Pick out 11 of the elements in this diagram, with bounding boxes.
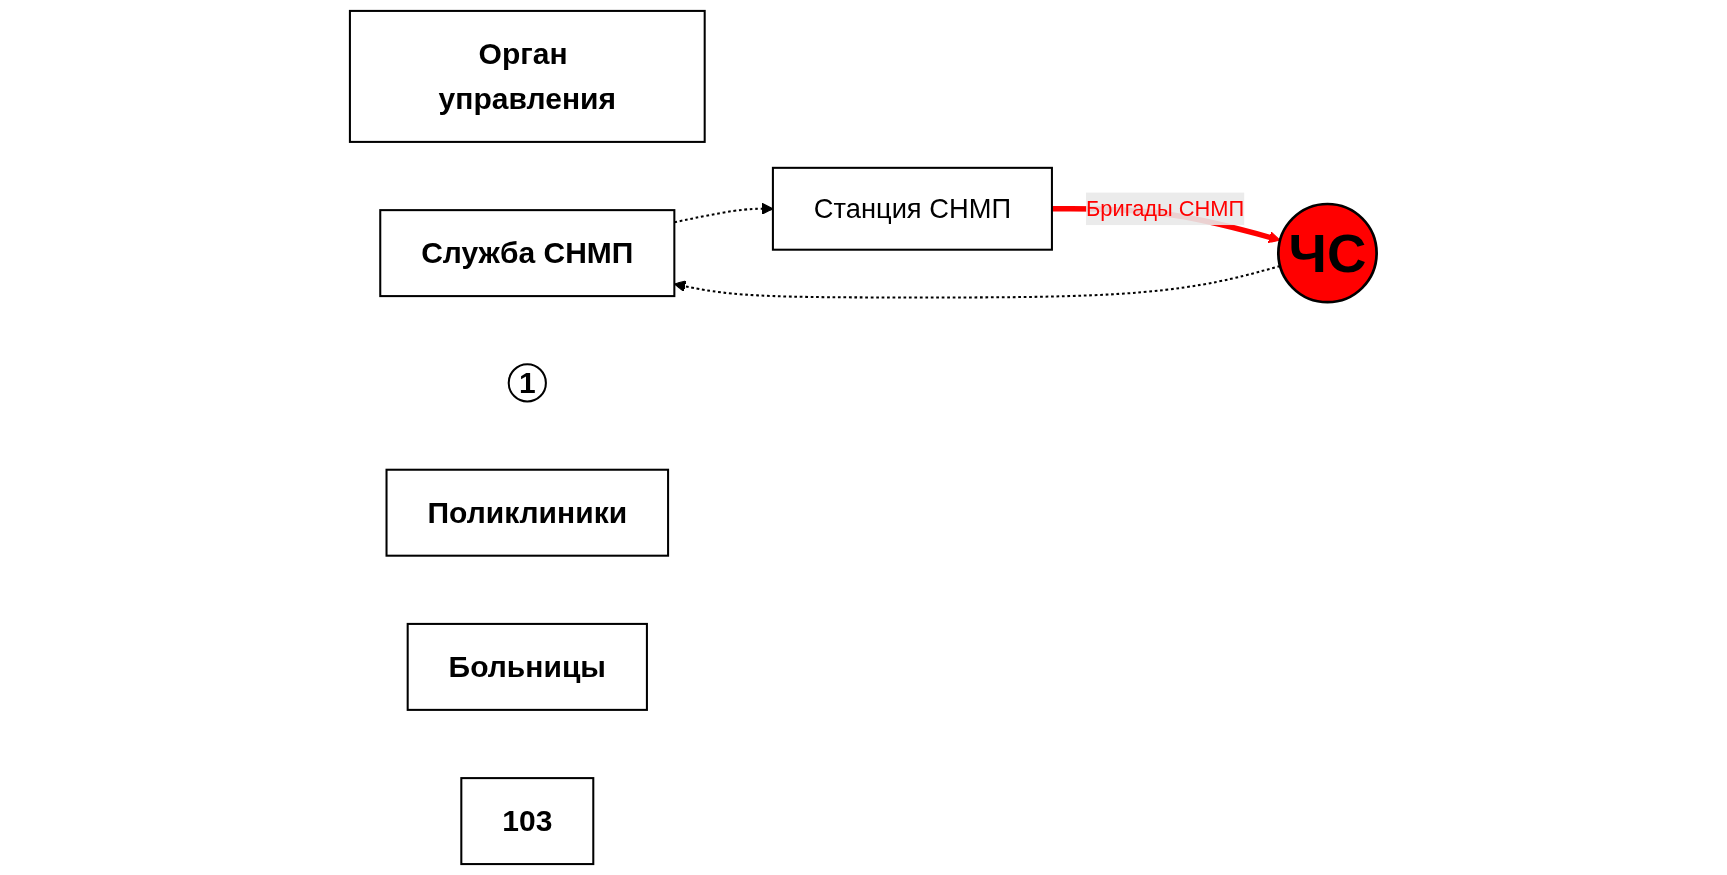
node-box: Орган управления (349, 9, 706, 143)
node-box: Больницы (406, 622, 649, 711)
node-box: Поликлиники (385, 468, 670, 557)
arrow (674, 265, 1281, 299)
arrow (674, 202, 774, 224)
edge-label: Бригады СНМП (1086, 196, 1245, 220)
node-box: Станция СНМП (772, 166, 1054, 251)
node-box: Служба СНМП (379, 209, 676, 298)
node-circle: ЧС (1277, 202, 1379, 304)
node-box: 103 (460, 777, 595, 866)
node-circle: 1 (507, 363, 548, 403)
